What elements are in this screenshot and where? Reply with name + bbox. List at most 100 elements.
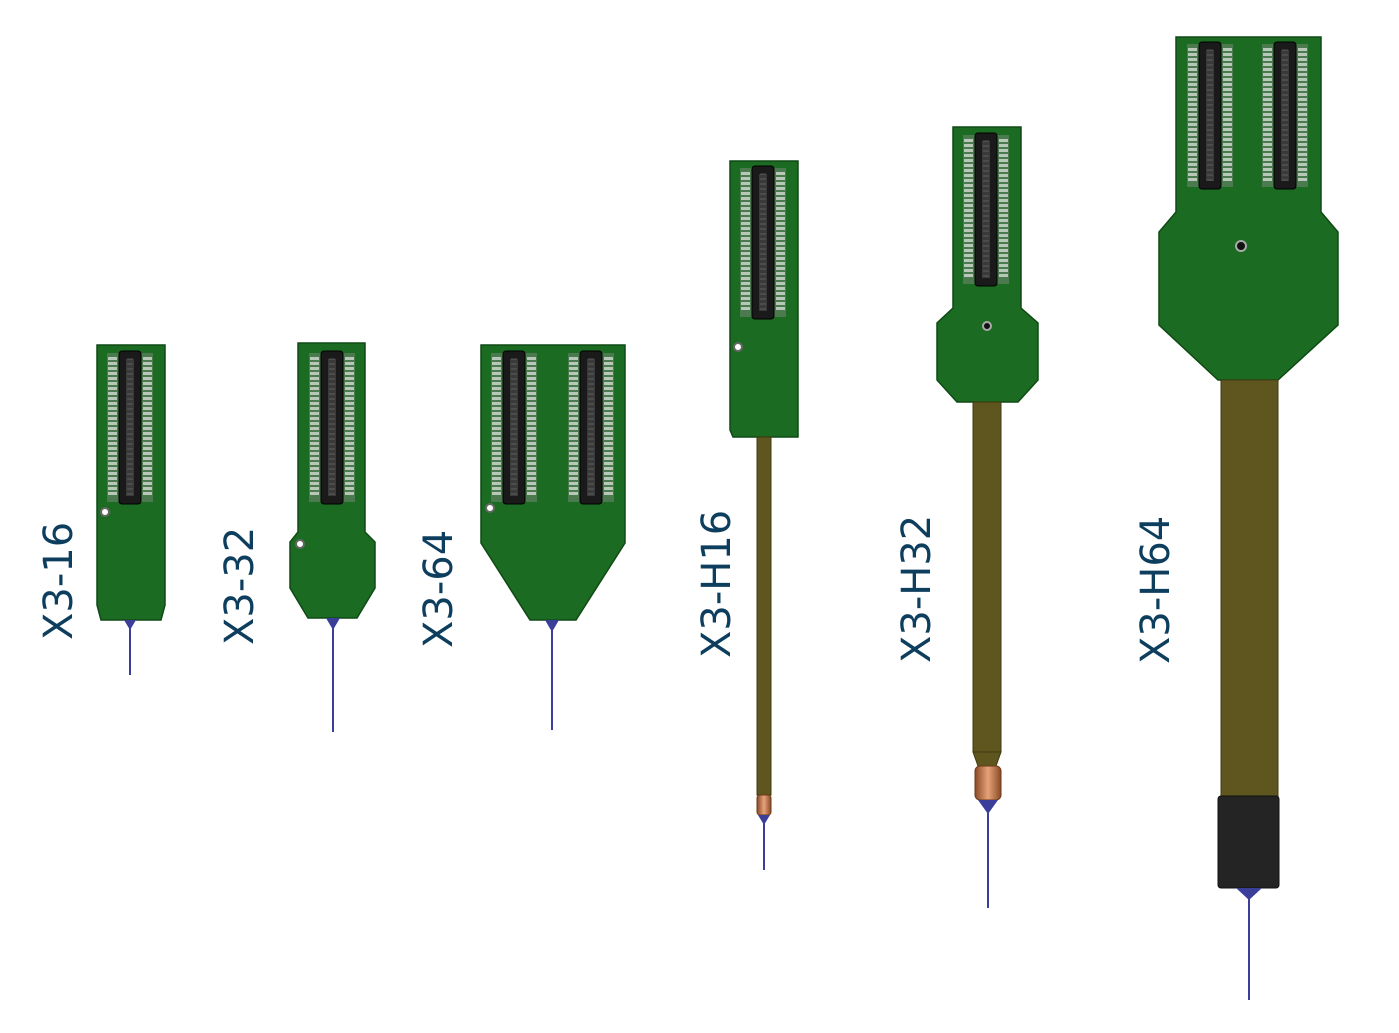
connector-pin bbox=[310, 467, 319, 470]
connector-pin bbox=[1298, 53, 1307, 56]
connector-pin bbox=[1188, 148, 1197, 151]
connector-pin bbox=[741, 247, 750, 250]
connector-pin bbox=[741, 227, 750, 230]
connector-pin bbox=[143, 462, 152, 465]
connector-pin bbox=[604, 402, 613, 405]
connector-pin bbox=[527, 447, 536, 450]
connector-pin bbox=[108, 362, 117, 365]
connector-pin bbox=[776, 172, 785, 175]
connector-pin bbox=[604, 377, 613, 380]
connector-pin bbox=[569, 467, 578, 470]
connector-pin bbox=[108, 392, 117, 395]
connector-pin bbox=[527, 357, 536, 360]
connector-pin bbox=[964, 209, 973, 212]
connector-pin bbox=[1223, 123, 1232, 126]
connector-pin bbox=[527, 492, 536, 495]
connector-pin bbox=[604, 477, 613, 480]
connector-pin bbox=[1298, 113, 1307, 116]
connector-pin bbox=[741, 217, 750, 220]
connector-pin bbox=[776, 227, 785, 230]
connector-pin bbox=[492, 472, 501, 475]
connector-pin bbox=[999, 209, 1008, 212]
connector-pin bbox=[569, 392, 578, 395]
connector-pin bbox=[108, 407, 117, 410]
connector-pin bbox=[143, 432, 152, 435]
connector-pin bbox=[741, 207, 750, 210]
connector-pin bbox=[108, 437, 117, 440]
connector-pin bbox=[999, 164, 1008, 167]
connector-pin bbox=[741, 257, 750, 260]
connector-pin bbox=[1223, 163, 1232, 166]
connector-pin bbox=[527, 392, 536, 395]
connector-pin bbox=[1263, 108, 1272, 111]
connector-pin bbox=[143, 477, 152, 480]
connector-pin bbox=[108, 357, 117, 360]
connector-pin bbox=[1298, 118, 1307, 121]
connector-pin bbox=[999, 239, 1008, 242]
connector-pin bbox=[999, 169, 1008, 172]
connector-pin bbox=[345, 422, 354, 425]
connector-pin bbox=[1263, 83, 1272, 86]
connector-pin bbox=[964, 189, 973, 192]
connector-pin bbox=[527, 387, 536, 390]
connector-pin bbox=[999, 264, 1008, 267]
connector-pin bbox=[569, 482, 578, 485]
connector-pin bbox=[999, 259, 1008, 262]
connector-pin bbox=[492, 462, 501, 465]
connector-pin bbox=[776, 177, 785, 180]
connector-pin bbox=[527, 382, 536, 385]
connector-pin bbox=[310, 492, 319, 495]
connector-pin bbox=[1298, 173, 1307, 176]
connector-pin bbox=[776, 282, 785, 285]
connector-pin bbox=[108, 382, 117, 385]
connector-pin bbox=[776, 297, 785, 300]
connector-pin bbox=[1188, 168, 1197, 171]
connector-pin bbox=[776, 187, 785, 190]
connector-pin bbox=[1188, 143, 1197, 146]
connector-pin bbox=[143, 377, 152, 380]
connector-pin bbox=[1188, 73, 1197, 76]
connector-pin bbox=[964, 169, 973, 172]
probe-label: X3-16 bbox=[36, 522, 82, 640]
connector-pin bbox=[345, 392, 354, 395]
connector-pin bbox=[999, 234, 1008, 237]
connector-pin bbox=[741, 222, 750, 225]
probe-x3-16: X3-16 bbox=[36, 344, 166, 675]
connector-pin bbox=[964, 164, 973, 167]
connector-pin bbox=[999, 144, 1008, 147]
connector-pin bbox=[108, 452, 117, 455]
connector-pin bbox=[1263, 118, 1272, 121]
connector-pin bbox=[964, 144, 973, 147]
connector bbox=[1187, 41, 1233, 190]
connector-pin bbox=[1263, 143, 1272, 146]
connector-pin bbox=[964, 264, 973, 267]
connector-pin bbox=[345, 492, 354, 495]
connector-pin bbox=[108, 397, 117, 400]
connector-pin bbox=[1298, 78, 1307, 81]
connector-pin bbox=[108, 402, 117, 405]
connector-pin bbox=[345, 457, 354, 460]
connector-pin bbox=[741, 237, 750, 240]
connector-pin bbox=[741, 182, 750, 185]
connector-pin bbox=[604, 432, 613, 435]
connector-pin bbox=[1263, 153, 1272, 156]
connector-pin bbox=[999, 179, 1008, 182]
connector-pin bbox=[527, 482, 536, 485]
connector-pin bbox=[527, 457, 536, 460]
connector-pin bbox=[604, 472, 613, 475]
connector-pin bbox=[1298, 83, 1307, 86]
connector-pin bbox=[492, 412, 501, 415]
connector-pin bbox=[741, 242, 750, 245]
connector-pin bbox=[310, 447, 319, 450]
connector-pin bbox=[604, 447, 613, 450]
connector-pin bbox=[527, 442, 536, 445]
connector-pin bbox=[1298, 68, 1307, 71]
connector-pin bbox=[1223, 48, 1232, 51]
connector-pin bbox=[1223, 128, 1232, 131]
connector-pin bbox=[1223, 158, 1232, 161]
connector-pin bbox=[108, 412, 117, 415]
connector-pin bbox=[1223, 173, 1232, 176]
connector-pin bbox=[345, 437, 354, 440]
connector-pin bbox=[999, 139, 1008, 142]
connector-pin bbox=[569, 472, 578, 475]
